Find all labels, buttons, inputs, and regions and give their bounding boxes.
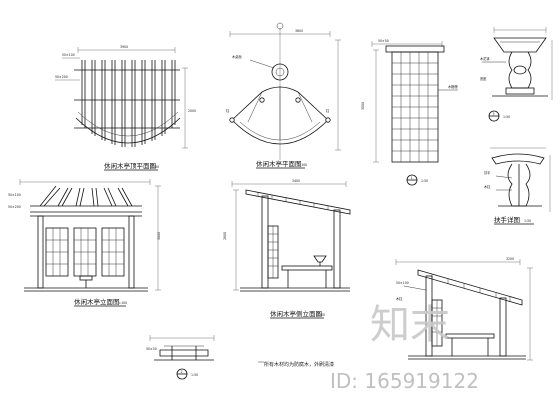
top-plan-title: 休闲木亭顶平面图 1:100	[104, 161, 159, 171]
svg-text:柱: 柱	[226, 108, 230, 113]
armrest-title-text: 扶手详图	[494, 215, 520, 224]
svg-text:3600: 3600	[295, 29, 303, 33]
section-3-scale-text: 1:50	[503, 115, 510, 119]
section-3-label: 3 1:50	[488, 110, 510, 122]
svg-text:50×50: 50×50	[146, 347, 157, 351]
section-2-drawing: 50×50	[146, 335, 215, 361]
section-2-scale-text: 1:50	[191, 373, 198, 377]
svg-text:50×200: 50×200	[55, 75, 68, 79]
floor-plan-title: 休闲木亭平面图 1:100	[256, 159, 307, 169]
svg-text:50×100: 50×100	[8, 193, 21, 197]
front-elevation-drawing: 50×100 50×200	[8, 179, 161, 292]
svg-text:木格栅: 木格栅	[448, 84, 458, 89]
watermark-id-text: ID: 165919122	[330, 369, 479, 393]
floor-plan-drawing: 木桌面 柱 柱 3600	[226, 22, 341, 160]
roof-detail-drawing: 50×100 木柱 3200	[395, 257, 533, 361]
side-elevation-title: 休闲木亭侧立面图 1:100	[270, 309, 325, 319]
section-1-mark-text: 1	[411, 176, 413, 180]
svg-text:木柱: 木柱	[396, 296, 403, 301]
svg-text:3900: 3900	[120, 45, 128, 49]
section-3-mark-text: 3	[493, 112, 495, 116]
floor-plan-title-text: 休闲木亭平面图	[256, 159, 302, 168]
planter-detail-drawing: 木花钵 底座	[480, 27, 553, 100]
svg-text:3000: 3000	[157, 232, 161, 240]
top-plan-drawing: 50×100 50×200 3900 2000	[55, 45, 196, 149]
note-text: 所有木材均为防腐木，外刷清漆	[264, 361, 334, 368]
top-plan-title-text: 休闲木亭顶平面图	[104, 161, 156, 170]
top-plan-scale-text: 1:100	[150, 165, 159, 169]
section-1-scale-text: 1:50	[421, 179, 428, 183]
armrest-scale-text: 1:50	[524, 219, 531, 223]
section-1-label: 1 1:50	[406, 174, 428, 186]
svg-text:3000: 3000	[361, 102, 365, 110]
svg-text:50×100: 50×100	[396, 281, 409, 285]
section-2-label: 2 1:50	[176, 368, 198, 380]
armrest-detail-drawing: 扶手 木柱	[484, 147, 551, 212]
svg-text:木柱: 木柱	[484, 184, 491, 189]
svg-text:2000: 2000	[188, 109, 196, 113]
svg-text:50×100: 50×100	[62, 53, 75, 57]
front-elevation-title-text: 休闲木亭立面图	[74, 297, 120, 306]
svg-text:50×50: 50×50	[378, 39, 389, 43]
armrest-title: 扶手详图 1:50	[494, 215, 534, 225]
lattice-screen-drawing: 木格栅 50×50 3000	[361, 39, 458, 163]
svg-text:底座: 底座	[480, 76, 487, 81]
section-2-mark-text: 2	[181, 370, 183, 374]
svg-text:2800: 2800	[223, 232, 227, 240]
svg-text:50×200: 50×200	[8, 205, 21, 209]
svg-text:木桌面: 木桌面	[232, 54, 242, 59]
watermark: 知末 ID: 165919122	[330, 302, 479, 393]
svg-text:木花钵: 木花钵	[480, 56, 490, 61]
side-elevation-drawing: 2800 3400	[223, 179, 351, 292]
svg-text:3200: 3200	[506, 257, 514, 261]
svg-text:柱: 柱	[326, 108, 330, 113]
side-elevation-scale-text: 1:100	[316, 313, 325, 317]
watermark-brand-text: 知末	[370, 302, 450, 348]
floor-plan-scale-text: 1:100	[298, 163, 307, 167]
side-elevation-title-text: 休闲木亭侧立面图	[270, 309, 322, 318]
svg-text:扶手: 扶手	[484, 170, 491, 175]
general-note: 所有木材均为防腐木，外刷清漆	[258, 361, 334, 368]
front-elevation-title: 休闲木亭立面图 1:100	[74, 297, 127, 307]
front-elevation-scale-text: 1:100	[118, 301, 127, 305]
svg-text:3400: 3400	[292, 179, 300, 183]
